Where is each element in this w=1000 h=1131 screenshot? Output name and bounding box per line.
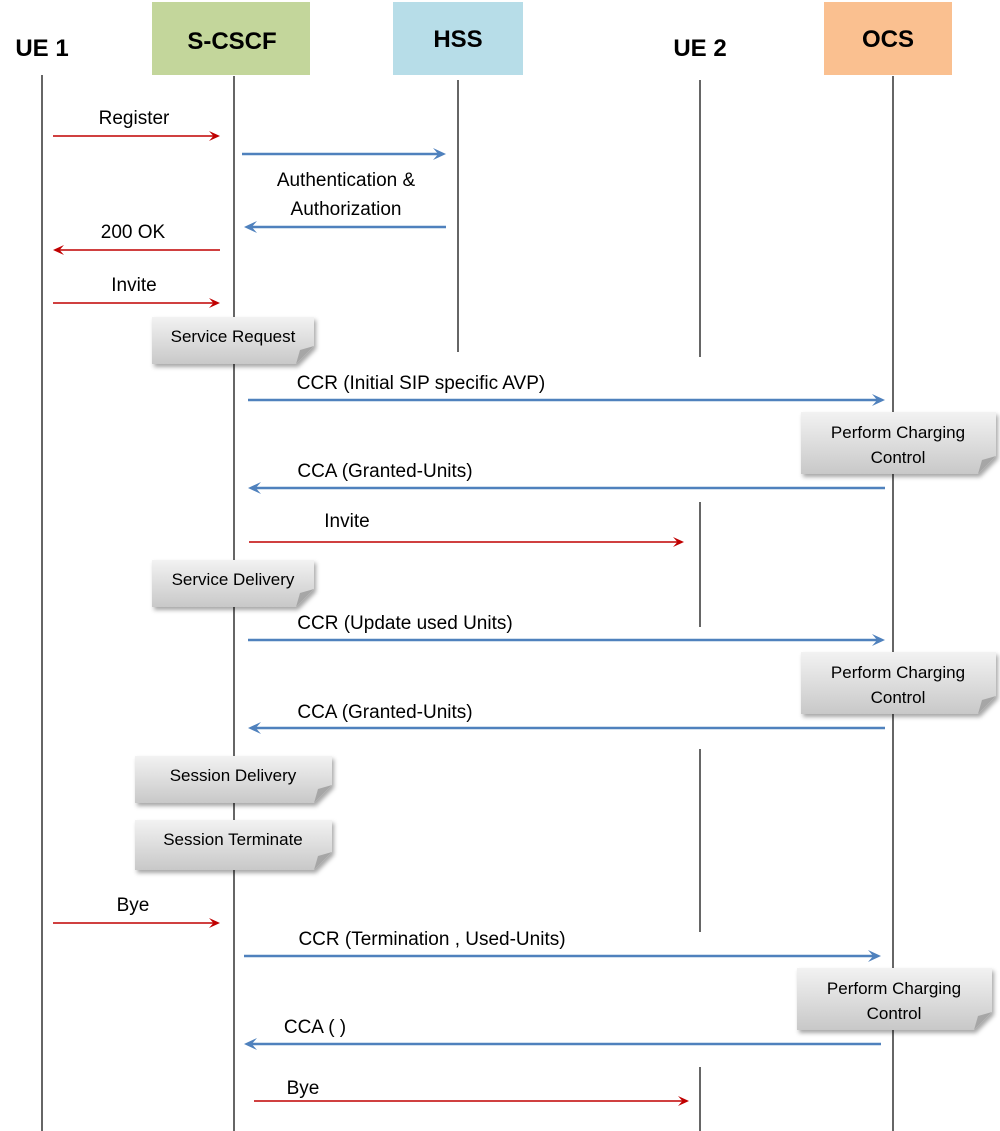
message-arrowhead <box>872 394 885 406</box>
note-label: Perform Charging <box>827 979 961 998</box>
participant-label-ue2: UE 2 <box>673 35 726 62</box>
participant-ue2: UE 2 <box>673 35 726 62</box>
message-label: Invite <box>111 275 156 296</box>
note-service-delivery: Service Delivery <box>152 560 314 607</box>
message-bye-2: Bye <box>254 1078 689 1106</box>
message-arrowhead <box>872 634 885 646</box>
note-label: Session Terminate <box>163 830 303 849</box>
participant-ocs: OCS <box>824 2 952 75</box>
message-cca-granted-1: CCA (Granted-Units) <box>248 461 885 494</box>
message-auth-response: Authentication & Authorization <box>244 170 446 233</box>
note-label: Control <box>871 688 926 707</box>
message-label: CCR (Update used Units) <box>297 613 512 634</box>
message-ccr-initial: CCR (Initial SIP specific AVP) <box>248 373 885 406</box>
message-label: CCA (Granted-Units) <box>297 461 472 482</box>
note-label: Service Request <box>171 327 296 346</box>
note-shape <box>801 652 996 714</box>
message-label: Invite <box>324 511 369 532</box>
note-label: Perform Charging <box>831 423 965 442</box>
message-label: Bye <box>287 1078 320 1099</box>
note-fold <box>978 456 996 474</box>
message-arrowhead <box>209 918 220 928</box>
message-invite-2: Invite <box>249 511 684 547</box>
participant-label-hss: HSS <box>433 26 482 53</box>
message-label: Authentication & <box>277 170 416 191</box>
message-label: CCR (Termination , Used-Units) <box>298 929 565 950</box>
message-label: CCR (Initial SIP specific AVP) <box>297 373 545 394</box>
note-fold <box>314 852 332 870</box>
note-shape <box>135 756 332 803</box>
participant-label-ue1: UE 1 <box>15 35 68 62</box>
message-invite-1: Invite <box>53 275 220 308</box>
note-fold <box>296 589 314 607</box>
note-session-terminate: Session Terminate <box>135 820 332 870</box>
lifelines <box>41 75 894 1131</box>
note-session-delivery: Session Delivery <box>135 756 332 803</box>
participant-heads: UE 1 S-CSCF HSS UE 2 OCS <box>15 2 952 75</box>
message-label: CCA ( ) <box>284 1017 346 1038</box>
note-label: Perform Charging <box>831 663 965 682</box>
message-register: Register <box>53 108 220 141</box>
note-service-request: Service Request <box>152 317 314 364</box>
participant-ue1: UE 1 <box>15 35 68 62</box>
message-arrowhead <box>248 722 261 734</box>
note-shape <box>135 820 332 870</box>
message-200-ok: 200 OK <box>53 222 220 255</box>
note-shape <box>801 412 996 474</box>
note-fold <box>296 346 314 364</box>
message-label: Bye <box>117 895 150 916</box>
participant-box-scscf <box>152 2 310 75</box>
note-label: Control <box>867 1004 922 1023</box>
note-label: Service Delivery <box>172 570 295 589</box>
participant-label-scscf: S-CSCF <box>187 28 276 55</box>
note-label: Control <box>871 448 926 467</box>
note-fold <box>974 1012 992 1030</box>
message-auth-request <box>242 148 446 160</box>
message-arrowhead <box>209 131 220 141</box>
message-label: CCA (Granted-Units) <box>297 702 472 723</box>
message-label: Register <box>99 108 170 129</box>
message-cca-empty: CCA ( ) <box>244 1017 881 1050</box>
message-arrowhead <box>209 298 220 308</box>
message-ccr-termination: CCR (Termination , Used-Units) <box>244 929 881 962</box>
participant-box-hss <box>393 2 523 75</box>
message-arrowhead <box>244 1038 257 1050</box>
note-shape <box>797 968 992 1030</box>
note-shape <box>152 317 314 364</box>
message-arrowhead <box>673 537 684 547</box>
message-arrowhead <box>248 482 261 494</box>
participant-label-ocs: OCS <box>862 26 914 53</box>
message-ccr-update: CCR (Update used Units) <box>248 613 885 646</box>
message-arrowhead <box>244 221 257 233</box>
note-fold <box>978 696 996 714</box>
participant-scscf: S-CSCF <box>152 2 310 75</box>
message-bye-1: Bye <box>53 895 220 928</box>
message-cca-granted-2: CCA (Granted-Units) <box>248 702 885 734</box>
note-shape <box>152 560 314 607</box>
message-arrowhead <box>433 148 446 160</box>
message-label: Authorization <box>291 199 402 220</box>
participant-hss: HSS <box>393 2 523 75</box>
message-label: 200 OK <box>101 222 166 243</box>
note-label: Session Delivery <box>170 766 297 785</box>
message-arrowhead <box>868 950 881 962</box>
note-fold <box>314 785 332 803</box>
participant-box-ocs <box>824 2 952 75</box>
message-arrowhead <box>53 245 64 255</box>
message-arrowhead <box>678 1096 689 1106</box>
